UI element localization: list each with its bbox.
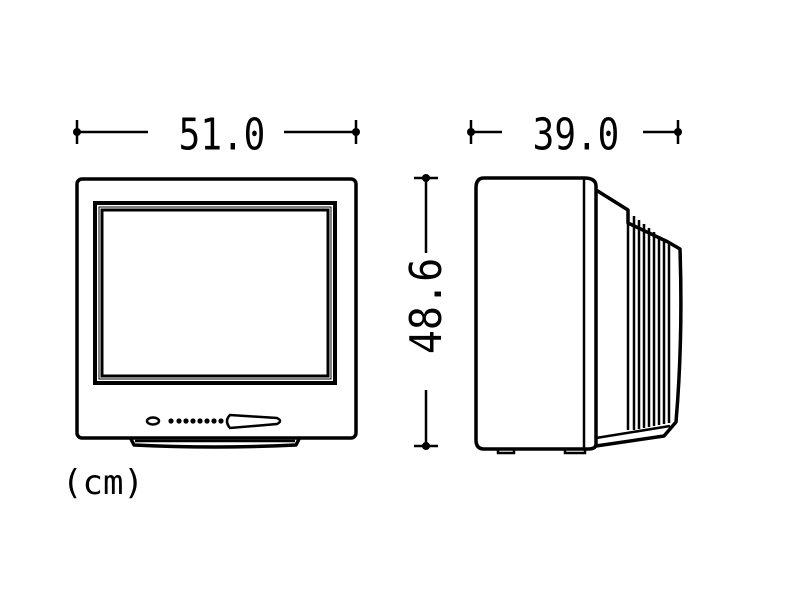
tv-front-view xyxy=(75,177,358,449)
depth-dimension: 39.0 xyxy=(467,110,682,161)
control-panel-cover xyxy=(225,413,282,430)
height-dimension: 48.6 xyxy=(400,174,451,450)
height-label: 48.6 xyxy=(400,258,451,354)
width-label: 51.0 xyxy=(179,110,266,160)
tv-side-view xyxy=(474,176,683,455)
unit-label: (cm) xyxy=(62,463,144,503)
width-dimension: 51.0 xyxy=(73,110,360,161)
depth-label: 39.0 xyxy=(533,110,620,160)
power-button xyxy=(145,416,161,426)
screen xyxy=(100,208,330,378)
screen-bezel xyxy=(93,201,337,385)
control-buttons xyxy=(168,418,224,424)
cooling-ribs xyxy=(626,212,671,430)
